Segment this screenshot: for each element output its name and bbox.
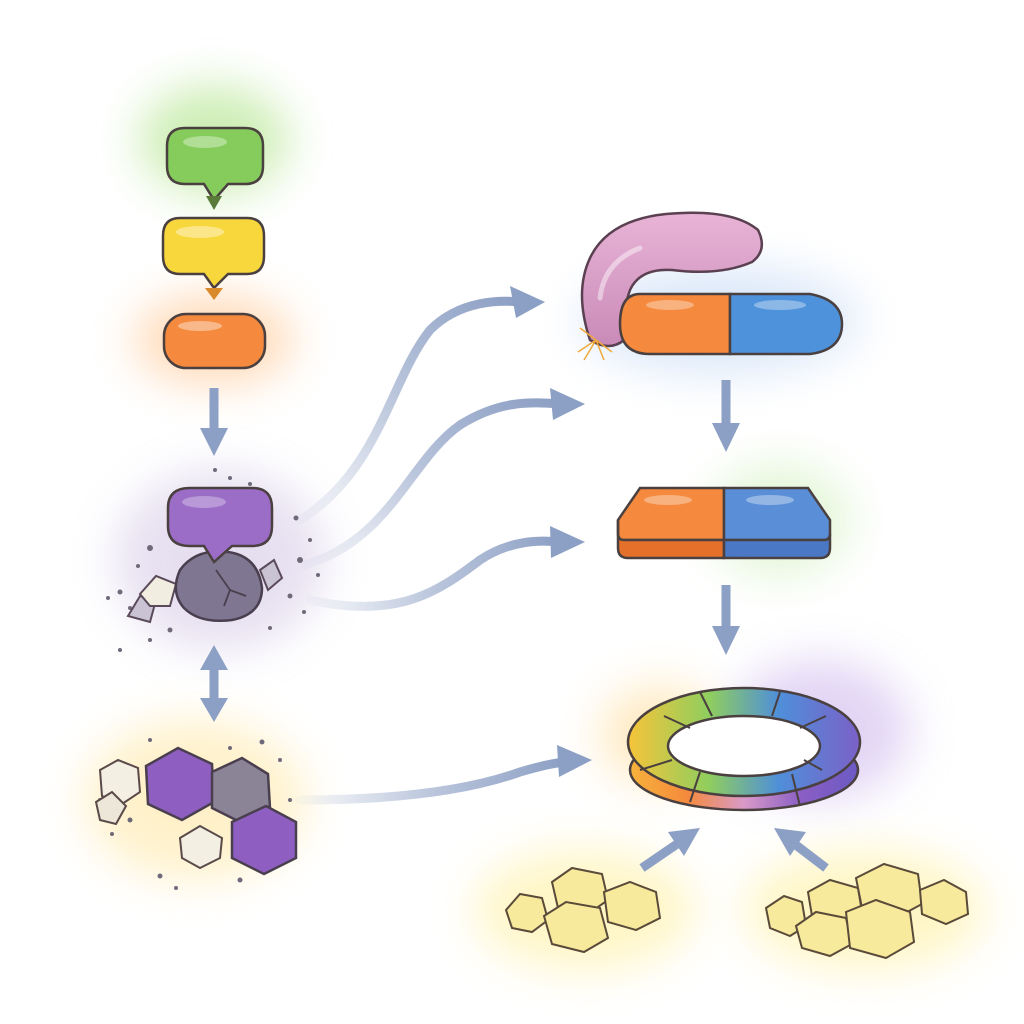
arrow-crystals-left-head [668, 828, 700, 856]
orange-half-highlight [646, 300, 694, 310]
green-highlight [183, 136, 227, 148]
curved-arrows [295, 286, 592, 805]
orange-pill-half [618, 292, 732, 356]
pink-hook-with-orange-blue-pill [577, 211, 844, 361]
purple-block-on-rock [106, 468, 320, 652]
ring-segments [639, 691, 827, 807]
arrow-crystals-right-shaft [789, 838, 829, 872]
spark-icon [577, 327, 613, 361]
arrow-slab-to-ring-head [712, 626, 740, 655]
double-arrow-head-down [200, 698, 228, 722]
crystal-r6 [918, 878, 970, 926]
orange-block [162, 312, 267, 370]
slab-orange-highlight [644, 495, 692, 505]
arrow-to-ring-shaft [295, 757, 570, 805]
ring-hole [666, 714, 822, 778]
green-block [165, 126, 265, 210]
orange-pill-shape [162, 312, 267, 370]
orange-blue-slab [616, 486, 832, 560]
purple-tag-shape [166, 486, 274, 564]
crystal-l4 [602, 880, 662, 932]
yellow-block [161, 216, 266, 300]
rainbow-ring [626, 686, 862, 812]
double-arrow-head-up [200, 645, 228, 670]
yellow-crystals-left [504, 866, 662, 954]
rock-chip-2 [138, 574, 178, 607]
orange-highlight [178, 321, 222, 331]
arrow-to-slab-2-shaft [305, 536, 565, 611]
purple-highlight [182, 496, 226, 508]
arrow-hook-to-slab-head [712, 423, 740, 452]
arrow-to-hook-head [510, 286, 545, 318]
yellow-highlight [176, 226, 224, 238]
arrow-orange-to-purple-head [200, 428, 228, 456]
crystal-r5 [844, 898, 916, 960]
arrow-to-slab-1-head [550, 388, 585, 420]
arrow-crystals-right-head [774, 828, 806, 856]
slab-blue-highlight [746, 495, 794, 505]
arrow-crystals-left-shaft [639, 838, 683, 872]
pale-crystal-2 [178, 824, 224, 870]
rock-chip-3 [258, 558, 284, 592]
arrow-to-hook-shaft [295, 296, 525, 525]
straight-arrows [200, 380, 829, 872]
rock-crack [215, 569, 247, 607]
pink-hook-highlight [597, 245, 643, 301]
pale-crystal-3 [94, 790, 128, 826]
arrow-to-ring-head [557, 745, 592, 777]
debris-specks [106, 468, 320, 652]
slab-blue-side [722, 533, 832, 560]
green-tag-shape [165, 126, 265, 203]
blue-pill-half [728, 292, 844, 356]
yellow-crystals-right [764, 862, 970, 960]
purple-hexagon-cluster [94, 738, 298, 890]
green-pointer [206, 196, 222, 210]
arrow-to-slab-1-shaft [300, 398, 565, 570]
arrow-to-slab-2-head [550, 526, 585, 558]
yellow-pointer [205, 288, 223, 300]
gray-rock-blob [174, 550, 264, 622]
yellow-tag-shape [161, 216, 266, 290]
hexagon-3 [230, 804, 298, 876]
crystal-l3 [542, 900, 610, 954]
blue-half-highlight [754, 300, 806, 310]
